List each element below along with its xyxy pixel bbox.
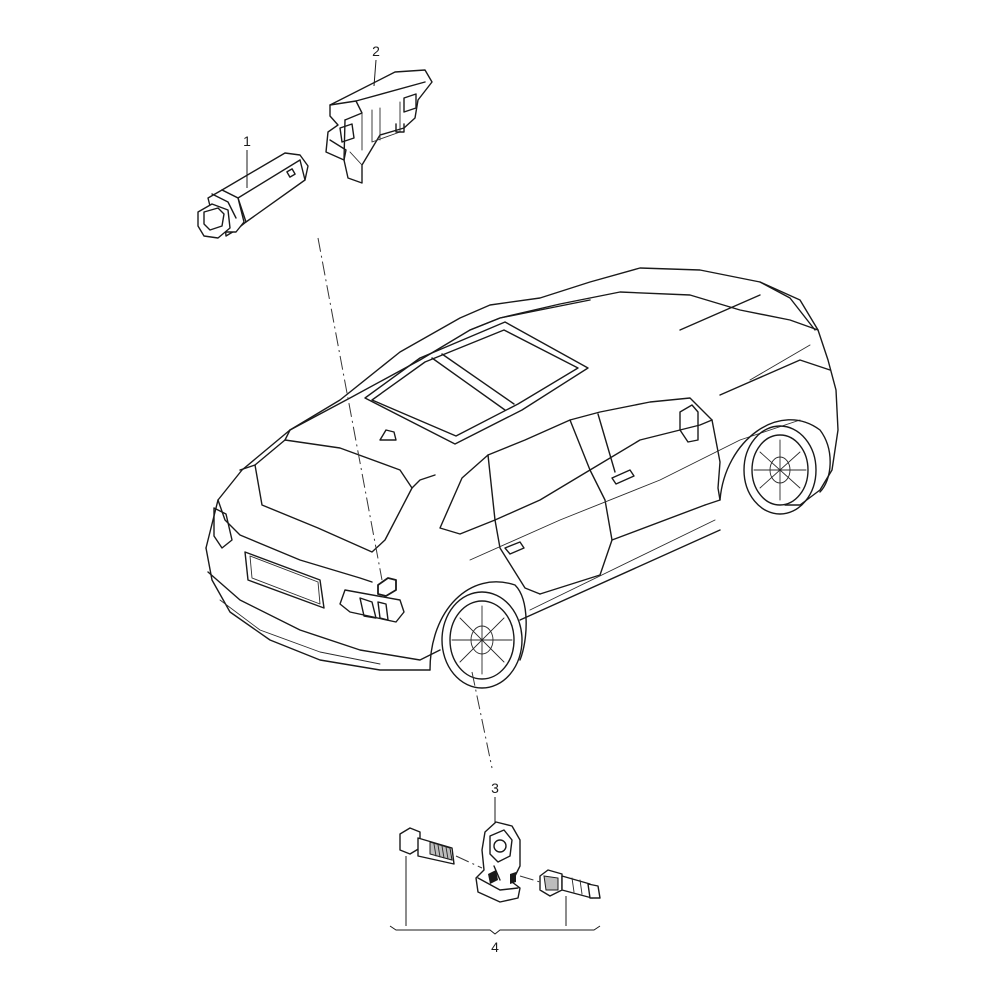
part-4-bolt (399, 827, 455, 865)
part-4-valve (539, 869, 601, 899)
part-3-tpms-sensor (475, 821, 521, 903)
callout-1-label: 1 (243, 133, 251, 149)
leader-lines (246, 59, 496, 823)
callout-2-label: 2 (372, 43, 380, 59)
part-1-module (197, 152, 309, 239)
bolt-axis-line (455, 855, 483, 869)
callout-4-bracket (389, 856, 601, 935)
callout-4-label: 4 (491, 939, 499, 955)
vehicle-outline (205, 267, 839, 689)
callout-3-label: 3 (491, 780, 499, 796)
valve-axis-line (519, 875, 541, 883)
part-2-bracket (325, 69, 433, 184)
